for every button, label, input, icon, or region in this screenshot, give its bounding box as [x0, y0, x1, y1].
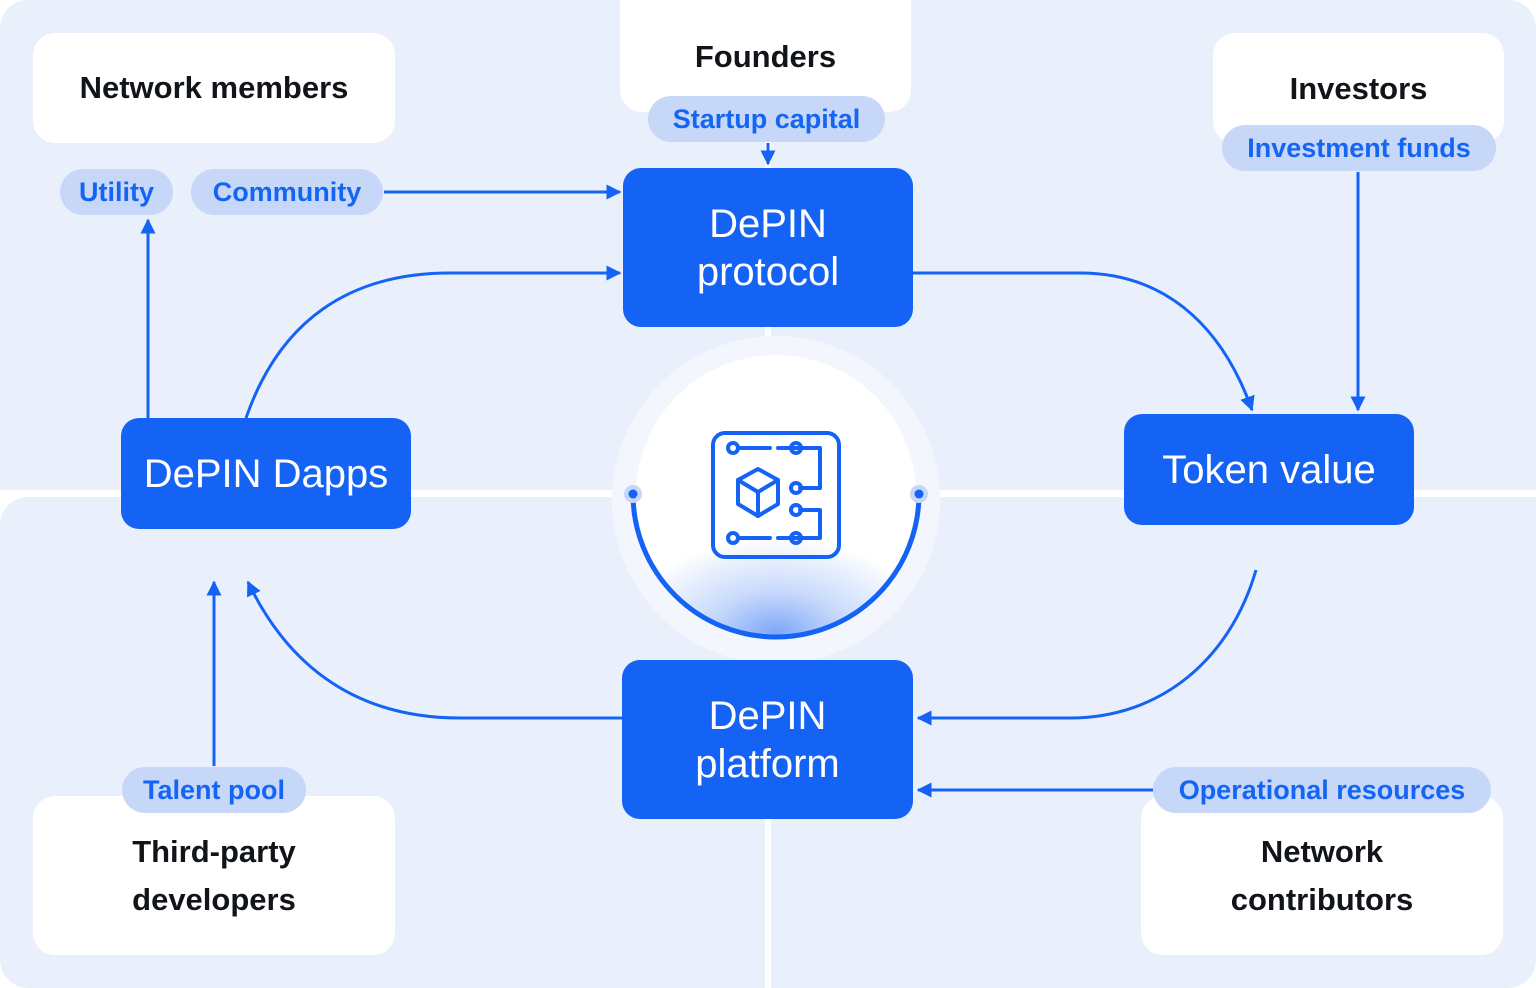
network-members-card: Network members: [33, 33, 395, 143]
center-arc: [630, 493, 922, 640]
depin-dapps-node: DePIN Dapps: [121, 418, 411, 529]
community-pill: Community: [191, 169, 383, 215]
platform-to-dapps-arrow: [246, 580, 622, 720]
protocol-to-token-arrow: [913, 271, 1255, 412]
founders-card: Founders: [620, 0, 911, 112]
network-contributors-card: Network contributors: [1141, 796, 1503, 955]
investors-card: Investors: [1213, 33, 1504, 143]
blockchain-circuit-icon: [711, 431, 841, 559]
depin-protocol-line1: DePIN: [709, 201, 827, 246]
token-value-label: Token value: [1162, 447, 1376, 492]
third-party-label-line2: developers: [132, 881, 296, 917]
startup-capital-pill: Startup capital: [648, 96, 885, 142]
token-to-platform-arrow: [916, 569, 1258, 726]
third-party-developers-card: Third-party developers: [33, 796, 395, 955]
talent-pool-pill: Talent pool: [122, 767, 306, 813]
utility-pill: Utility: [60, 169, 173, 215]
depin-protocol-node: DePIN protocol: [623, 168, 913, 327]
investment-funds-pill: Investment funds: [1222, 125, 1496, 171]
token-value-node: Token value: [1124, 414, 1414, 525]
depin-platform-line1: DePIN: [708, 693, 827, 738]
third-party-label-line1: Third-party: [132, 833, 296, 869]
depin-protocol-line2: protocol: [696, 249, 840, 294]
depin-platform-node: DePIN platform: [622, 660, 913, 819]
depin-dapps-label: DePIN Dapps: [143, 451, 389, 496]
network-contributors-label-line1: Network: [1260, 833, 1384, 869]
dapps-to-protocol-arrow: [244, 265, 622, 419]
depin-platform-line2: platform: [695, 741, 840, 786]
network-members-label: Network members: [79, 70, 349, 105]
investors-label: Investors: [1289, 71, 1428, 106]
operational-resources-pill: Operational resources: [1153, 767, 1491, 813]
founders-label: Founders: [694, 39, 837, 74]
network-contributors-label-line2: contributors: [1230, 881, 1414, 917]
